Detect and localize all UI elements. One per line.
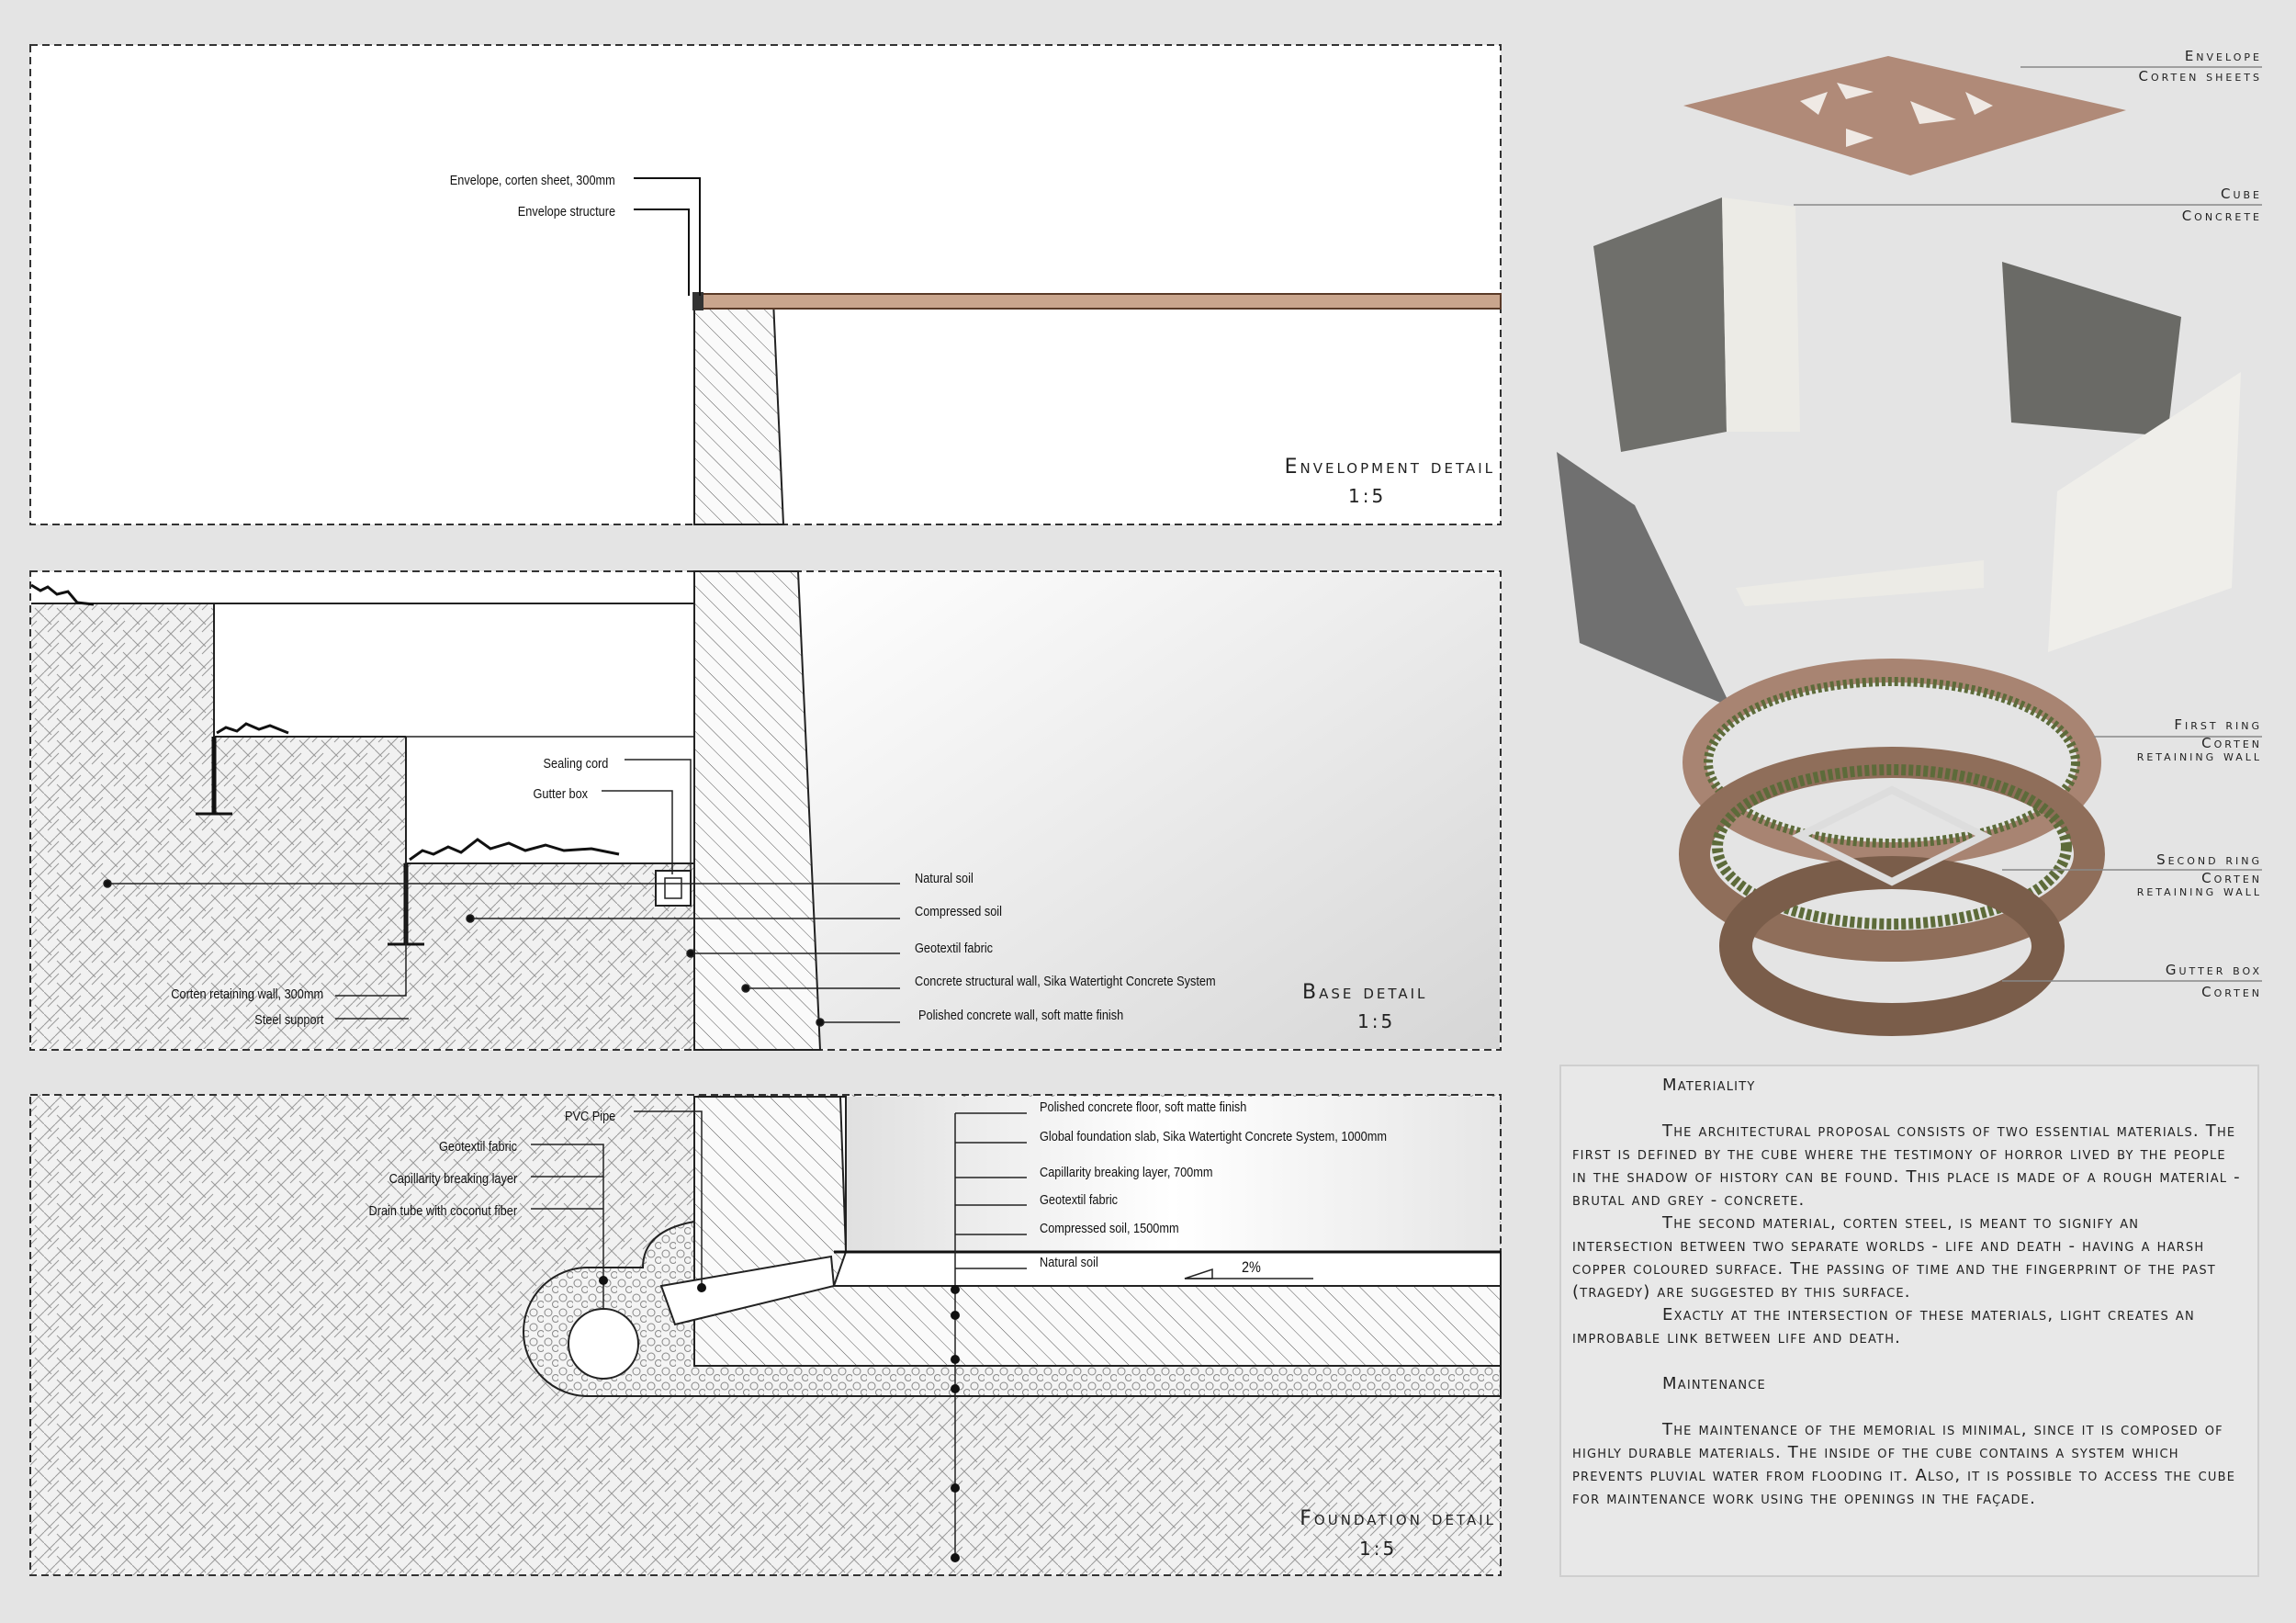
label-capillarity-layer-left: Capillarity breaking layer (388, 1171, 517, 1187)
label-geotextil-fabric: Geotextil fabric (915, 941, 994, 956)
label-drain-tube: Drain tube with coconut fiber (368, 1203, 517, 1219)
cube-panel (1557, 452, 1731, 707)
axon-label-material: Corten retaining wall (2136, 735, 2262, 764)
axon-label-name: Second ring (2156, 851, 2262, 868)
foundation-detail-title: Foundation detail (1300, 1507, 1496, 1530)
materiality-paragraph: Exactly at the intersection of these mat… (1572, 1305, 2195, 1347)
axon-label-name: Gutter box (2165, 962, 2262, 978)
slope-label: 2% (1242, 1258, 1261, 1276)
cube-panel (2002, 262, 2181, 436)
axon-label-name: Envelope (2184, 48, 2262, 64)
label-gutter-box: Gutter box (533, 786, 588, 802)
label-steel-support: Steel support (253, 1012, 323, 1028)
label-pvc-pipe: PVC Pipe (565, 1109, 616, 1124)
label-corten-retaining-wall: Corten retaining wall, 300mm (171, 986, 323, 1002)
label-capillarity-layer: Capillarity breaking layer, 700mm (1040, 1165, 1213, 1180)
materiality-paragraph: The second material, corten steel, is me… (1572, 1213, 2216, 1302)
label-envelope-structure: Envelope structure (517, 204, 615, 220)
materiality-heading: Materiality (1662, 1076, 1756, 1095)
label-geotextil-fabric-right: Geotextil fabric (1040, 1192, 1119, 1208)
axon-label-material: Concrete (2181, 208, 2262, 224)
label-global-foundation-slab: Global foundation slab, Sika Watertight … (1040, 1129, 1387, 1144)
axon-label-material: Corten retaining wall (2136, 870, 2262, 899)
axon-label-name: Cube (2220, 186, 2262, 202)
foundation-detail-drawing (29, 1094, 1502, 1576)
description-text-box: Materiality The architectural proposal c… (1559, 1065, 2259, 1577)
axon-label-material: Corten (2201, 984, 2262, 1000)
base-detail-drawing (29, 570, 1502, 1051)
label-compressed-soil: Compressed soil (915, 904, 1002, 919)
foundation-detail-scale: 1:5 (1359, 1538, 1398, 1560)
axon-label-material: Corten sheets (2138, 68, 2262, 85)
base-detail-scale: 1:5 (1357, 1010, 1396, 1032)
cube-panel (1593, 197, 1727, 452)
gutter-box (1719, 856, 2065, 1036)
base-detail-title: Base detail (1302, 981, 1428, 1004)
first-ring (1683, 659, 2101, 866)
maintenance-heading: Maintenance (1662, 1374, 1766, 1393)
maintenance-paragraph: The maintenance of the memorial is minim… (1572, 1420, 2236, 1508)
envelope-corten-sheet (1683, 56, 2126, 175)
envelopment-detail-scale: 1:5 (1348, 485, 1387, 507)
label-compressed-soil-1500: Compressed soil, 1500mm (1040, 1221, 1179, 1236)
label-polished-concrete-floor: Polished concrete floor, soft matte fini… (1040, 1099, 1247, 1115)
label-natural-soil-foundation: Natural soil (1040, 1255, 1098, 1270)
second-ring (1679, 747, 2105, 962)
cube-panel (2048, 372, 2241, 652)
label-sealing-cord: Sealing cord (543, 756, 608, 772)
label-polished-concrete-wall: Polished concrete wall, soft matte finis… (918, 1008, 1124, 1023)
materiality-paragraph: The architectural proposal consists of t… (1572, 1121, 2241, 1210)
axon-label-name: First ring (2174, 716, 2262, 733)
label-envelope-corten-sheet: Envelope, corten sheet, 300mm (449, 173, 615, 188)
exploded-axonometry (1557, 56, 2262, 1036)
envelopment-detail-drawing (29, 44, 1502, 525)
label-natural-soil: Natural soil (915, 871, 974, 886)
envelopment-detail-title: Envelopment detail (1284, 456, 1495, 479)
label-concrete-structural-wall: Concrete structural wall, Sika Watertigh… (915, 974, 1216, 989)
label-geotextil-fabric-left: Geotextil fabric (438, 1139, 517, 1155)
